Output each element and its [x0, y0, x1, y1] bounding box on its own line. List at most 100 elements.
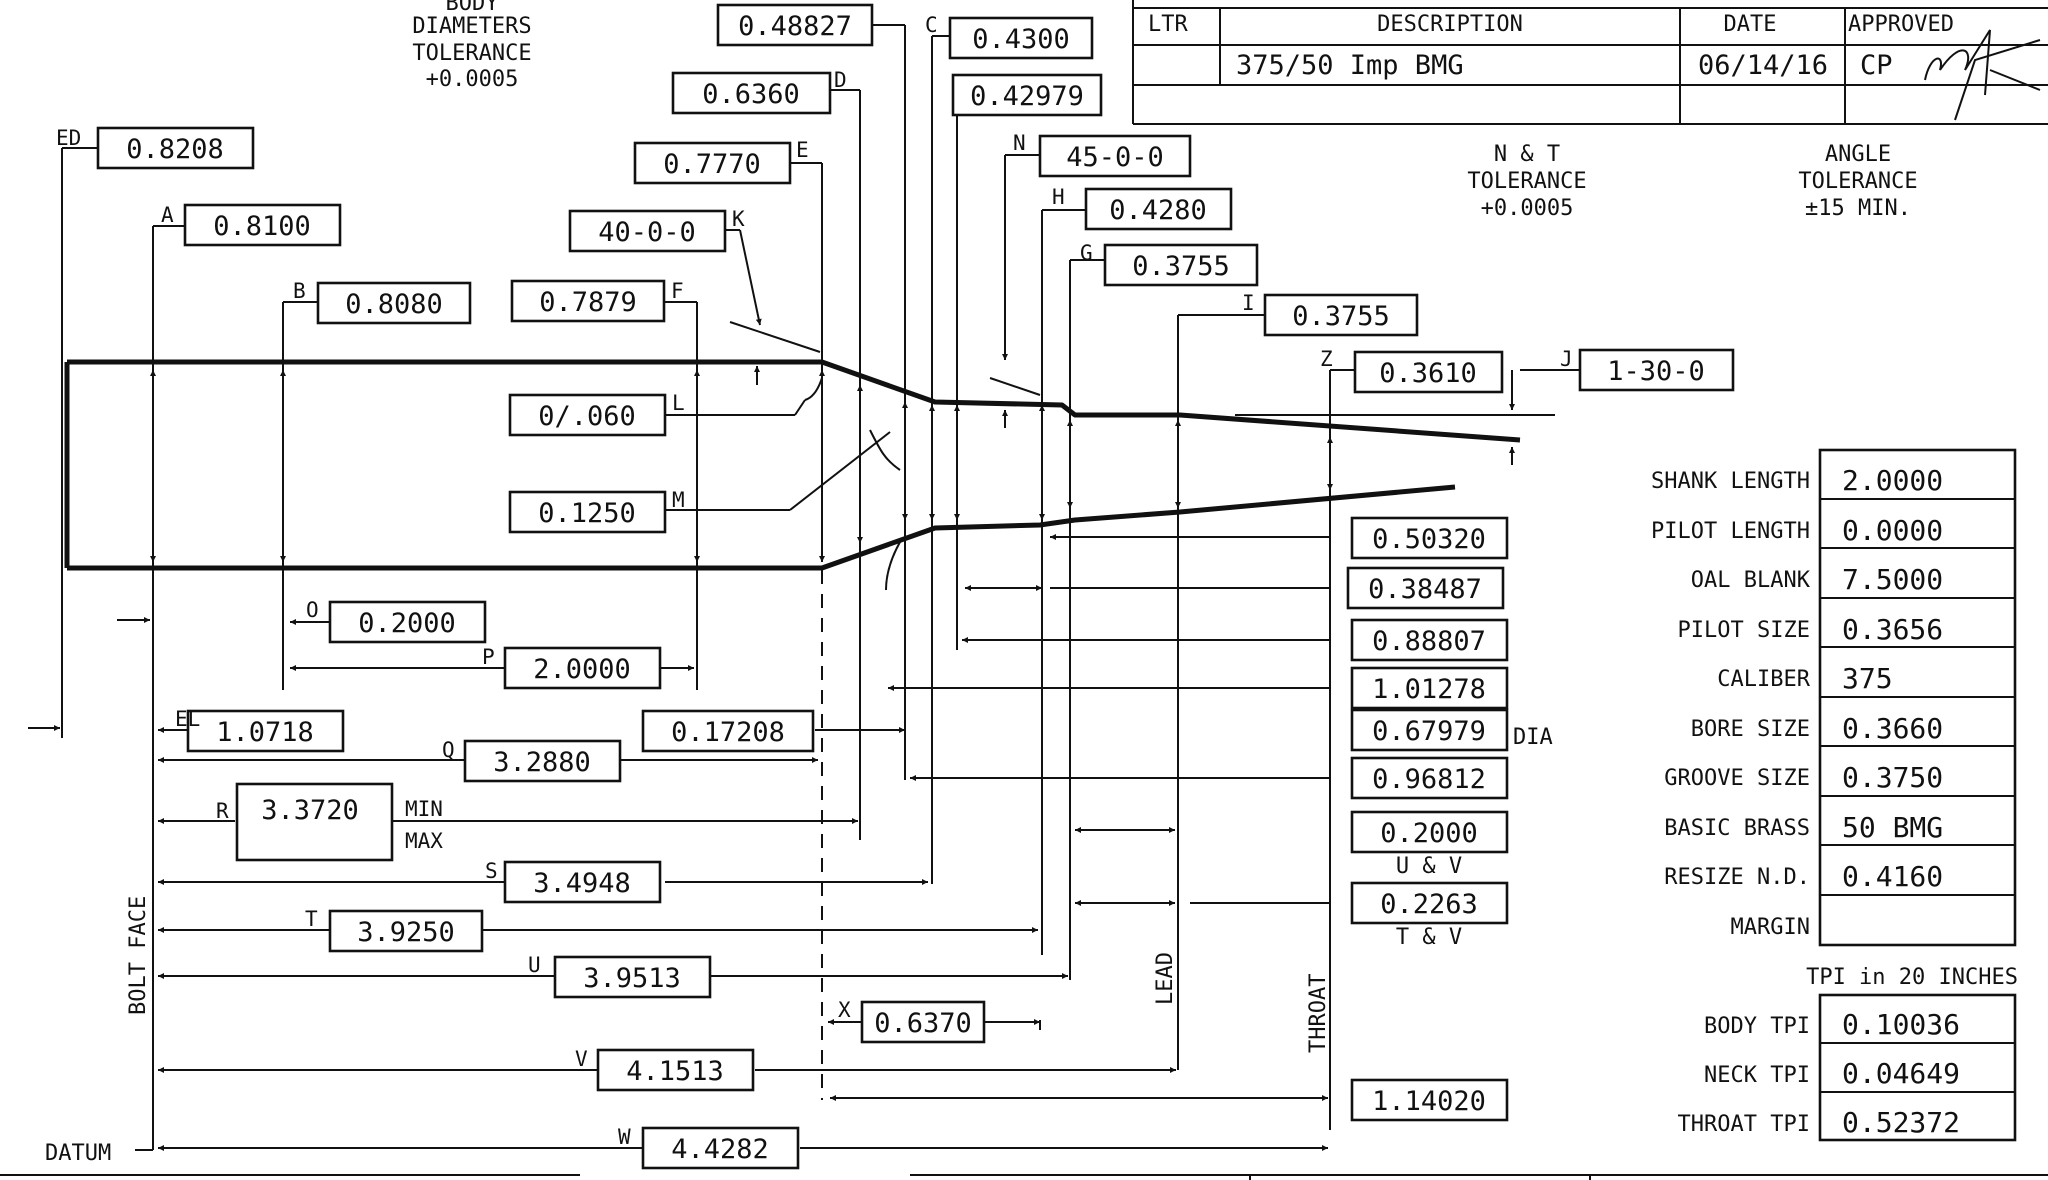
- label-w: W: [618, 1125, 631, 1149]
- dim-el: 1.0718: [216, 717, 314, 748]
- spec-value: 0.4160: [1842, 860, 1943, 893]
- label-k: K: [732, 207, 745, 231]
- tpi-title: TPI in 20 INCHES: [1806, 965, 2018, 990]
- label-s: S: [485, 859, 498, 883]
- svg-text:ANGLE: ANGLE: [1825, 142, 1891, 167]
- dim-d: 0.6360: [702, 79, 800, 110]
- spec-value: 0.0000: [1842, 514, 1943, 547]
- dim-k: 40-0-0: [598, 217, 696, 248]
- label-uv: U & V: [1396, 854, 1462, 879]
- dim-t: 3.9250: [357, 917, 455, 948]
- dim-r7: 0.2000: [1380, 818, 1478, 849]
- label-l: L: [672, 391, 685, 415]
- label-g: G: [1080, 241, 1093, 265]
- label-j: J: [1560, 347, 1573, 371]
- dim-e: 0.7770: [663, 149, 761, 180]
- revision-description: 375/50 Imp BMG: [1236, 50, 1464, 81]
- dim-r5: 0.67979: [1372, 716, 1486, 747]
- spec-label: BORE SIZE: [1691, 717, 1810, 742]
- svg-text:TOLERANCE: TOLERANCE: [412, 41, 531, 66]
- tpi-label: BODY TPI: [1704, 1014, 1810, 1039]
- svg-text:TOLERANCE: TOLERANCE: [1467, 169, 1586, 194]
- spec-label: RESIZE N.D.: [1664, 865, 1810, 890]
- dim-r6: 0.96812: [1372, 764, 1486, 795]
- spec-value: 0.3660: [1842, 712, 1943, 745]
- label-b: B: [293, 279, 306, 303]
- label-x: X: [838, 998, 851, 1022]
- tpi-label: THROAT TPI: [1678, 1112, 1810, 1137]
- spec-label: BASIC BRASS: [1664, 816, 1810, 841]
- dim-g: 0.3755: [1132, 251, 1230, 282]
- svg-text:DIAMETERS: DIAMETERS: [412, 14, 531, 39]
- spec-label: OAL BLANK: [1691, 568, 1811, 593]
- dim-z: 0.3610: [1379, 358, 1477, 389]
- dim-r1: 0.50320: [1372, 524, 1486, 555]
- extension-lines: [28, 24, 1580, 1151]
- nt-tolerance-note: N & T TOLERANCE +0.0005: [1467, 142, 1586, 221]
- label-e: E: [796, 138, 809, 162]
- dim-ed: 0.8208: [126, 134, 224, 165]
- spec-value: 375: [1842, 662, 1893, 695]
- svg-text:N & T: N & T: [1494, 142, 1560, 167]
- dim-n: 45-0-0: [1066, 142, 1164, 173]
- label-n: N: [1013, 131, 1026, 155]
- spec-table: SHANK LENGTH 2.0000 PILOT LENGTH 0.0000 …: [1651, 448, 2017, 947]
- dim-q2: 0.17208: [671, 717, 785, 748]
- tpi-value: 0.52372: [1842, 1106, 1960, 1139]
- dim-r3: 0.88807: [1372, 626, 1486, 657]
- svg-text:+0.0005: +0.0005: [1481, 196, 1574, 221]
- dim-x: 0.6370: [874, 1008, 972, 1039]
- label-o: O: [306, 598, 319, 622]
- label-u: U: [528, 953, 541, 977]
- spec-value: 0.3656: [1842, 613, 1943, 646]
- label-tv: T & V: [1396, 925, 1462, 950]
- label-r: R: [216, 799, 229, 823]
- dim-d2: 0.48827: [738, 11, 852, 42]
- dim-r: 3.3720: [261, 795, 359, 826]
- label-c: C: [925, 13, 938, 37]
- tpi-value: 0.04649: [1842, 1057, 1960, 1090]
- spec-value: 2.0000: [1842, 464, 1943, 497]
- label-el: EL: [175, 707, 200, 731]
- dim-m: 0.1250: [538, 498, 636, 529]
- spec-value: 50 BMG: [1842, 811, 1943, 844]
- dim-r9: 1.14020: [1372, 1086, 1486, 1117]
- dim-r8: 0.2263: [1380, 889, 1478, 920]
- dim-s: 3.4948: [533, 868, 631, 899]
- label-d: D: [834, 68, 847, 92]
- dim-q: 3.2880: [493, 747, 591, 778]
- dim-l: 0/.060: [538, 401, 636, 432]
- label-i: I: [1242, 291, 1255, 315]
- label-v: V: [575, 1047, 588, 1071]
- label-bolt-face: BOLT FACE: [126, 896, 151, 1015]
- dim-r2: 0.38487: [1368, 574, 1482, 605]
- label-q: Q: [442, 738, 455, 762]
- spec-value: 7.5000: [1842, 563, 1943, 596]
- revision-date: 06/14/16: [1698, 50, 1828, 81]
- dim-c: 0.4300: [972, 24, 1070, 55]
- label-f: F: [671, 279, 684, 303]
- bottom-border: [0, 1174, 2048, 1180]
- dim-b: 0.8080: [345, 289, 443, 320]
- label-ed: ED: [56, 126, 81, 150]
- label-t: T: [305, 907, 318, 931]
- dim-h: 0.4280: [1109, 195, 1207, 226]
- dim-p: 2.0000: [533, 654, 631, 685]
- signature-mark: [1924, 29, 2041, 121]
- svg-text:+0.0005: +0.0005: [426, 67, 519, 92]
- label-max: MAX: [405, 829, 443, 853]
- label-min: MIN: [405, 797, 443, 821]
- dim-u: 3.9513: [583, 963, 681, 994]
- label-m: M: [672, 488, 685, 512]
- spec-label: SHANK LENGTH: [1651, 469, 1810, 494]
- tpi-table: TPI in 20 INCHES BODY TPI 0.10036 NECK T…: [1678, 965, 2018, 1142]
- dim-w: 4.4282: [671, 1134, 769, 1165]
- dim-r4: 1.01278: [1372, 674, 1486, 705]
- spec-value: 0.3750: [1842, 761, 1943, 794]
- label-z: Z: [1320, 347, 1333, 371]
- revision-block: LTR DESCRIPTION DATE APPROVED 375/50 Imp…: [1132, 0, 2048, 125]
- col-approved: APPROVED: [1848, 12, 1954, 37]
- dim-a: 0.8100: [213, 211, 311, 242]
- label-a: A: [161, 203, 174, 227]
